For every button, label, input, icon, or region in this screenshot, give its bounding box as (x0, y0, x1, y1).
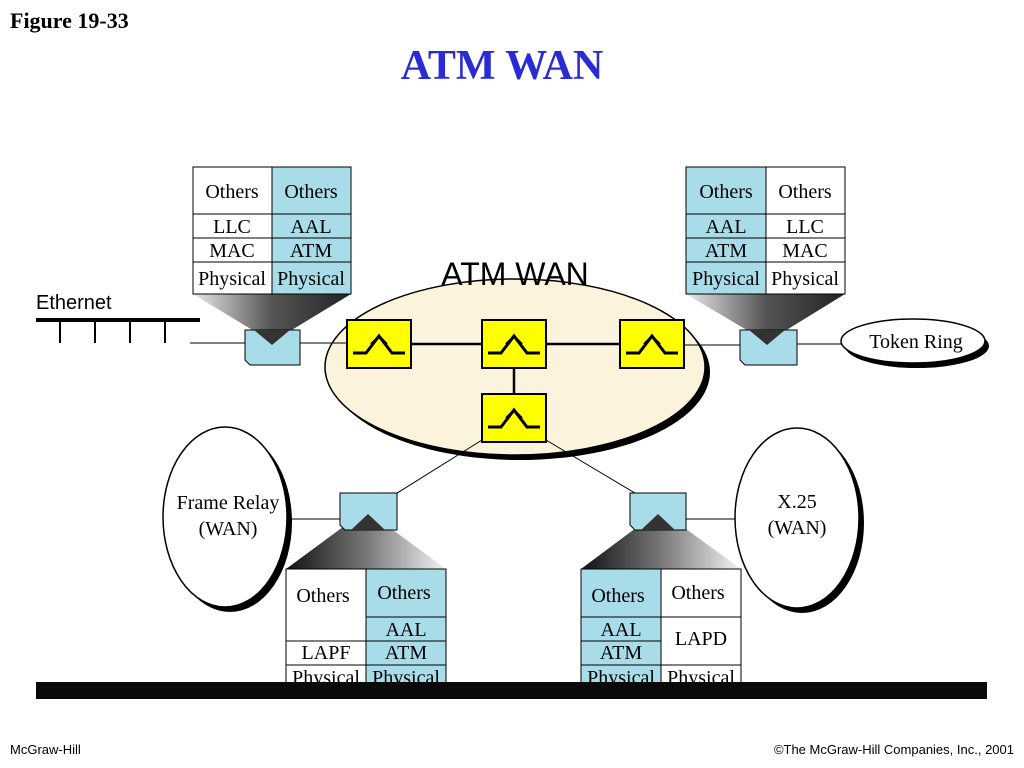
x25-label-1: X.25 (777, 491, 816, 513)
stack-bottom-right: Others AAL ATM Physical Others LAPD Phys… (580, 492, 742, 691)
footer-copyright: ©The McGraw-Hill Companies, Inc., 2001 (773, 742, 1014, 757)
stack-cell: Others (377, 582, 431, 604)
stack-cell: AAL (600, 619, 641, 641)
stack-cell: MAC (209, 240, 255, 262)
stack-bottom-left: Others LAPF Physical Others AAL ATM Phys… (285, 492, 447, 691)
atm-switch-2 (481, 319, 547, 369)
frame-relay-wan (162, 426, 288, 608)
interface-device-top-right-notch (749, 330, 785, 345)
stack-cell: AAL (705, 216, 746, 238)
stack-cell: Others (778, 181, 832, 203)
stack-cell: Physical (277, 268, 345, 290)
interface-device-top-right (739, 329, 798, 366)
stack-bottom-right-cone (581, 510, 741, 569)
stack-cell: AAL (385, 619, 426, 641)
stack-top-left-cone (193, 294, 351, 342)
stack-bottom-left-cone (286, 510, 446, 569)
bottom-clip-bar (36, 682, 987, 699)
slide-title: ATM WAN (400, 43, 604, 89)
stack-cell: Physical (692, 268, 760, 290)
frame-relay-label-2: (WAN) (199, 518, 258, 540)
stack-cell: LLC (786, 216, 824, 238)
stack-cell: Others (699, 181, 753, 203)
stack-cell: LAPD (675, 628, 727, 650)
interface-device-bottom-right-notch (641, 514, 675, 530)
stack-top-right-cone (686, 294, 845, 342)
stack-top-right: Others AAL ATM Physical Others LLC MAC P… (685, 166, 846, 366)
stack-cell: Others (205, 181, 259, 203)
stack-cell: ATM (385, 642, 427, 664)
token-ring (840, 318, 986, 364)
interface-device-top-left-notch (254, 330, 290, 345)
stack-cell: Others (591, 585, 645, 607)
interface-device-top-left (244, 329, 301, 366)
frame-relay-label-1: Frame Relay (177, 492, 280, 514)
stack-cell: ATM (600, 642, 642, 664)
stack-cell: LAPF (302, 642, 351, 664)
stack-cell: LLC (213, 216, 251, 238)
footer-publisher: McGraw-Hill (10, 742, 81, 757)
interface-device-bottom-left-notch (351, 514, 385, 530)
stack-cell: Others (671, 582, 725, 604)
x25-label-2: (WAN) (768, 517, 827, 539)
atm-switch-4 (481, 393, 547, 443)
cloud-label: ATM WAN (441, 256, 589, 292)
atm-switch-1 (346, 319, 412, 369)
stack-cell: Others (284, 181, 338, 203)
stack-cell: Others (296, 585, 350, 607)
stack-cell: AAL (290, 216, 331, 238)
x25-wan (734, 427, 860, 609)
figure-label: Figure 19-33 (10, 8, 129, 33)
stack-cell: ATM (290, 240, 332, 262)
stack-top-left: Others LLC MAC Physical Others AAL ATM P… (192, 166, 352, 366)
ethernet-bus (36, 318, 200, 343)
stack-cell: ATM (705, 240, 747, 262)
token-ring-label: Token Ring (869, 331, 963, 353)
ethernet-label: Ethernet (36, 292, 112, 314)
stack-cell: MAC (782, 240, 828, 262)
atm-switch-3 (619, 319, 685, 369)
stack-cell: Physical (771, 268, 839, 290)
stack-cell: Physical (198, 268, 266, 290)
